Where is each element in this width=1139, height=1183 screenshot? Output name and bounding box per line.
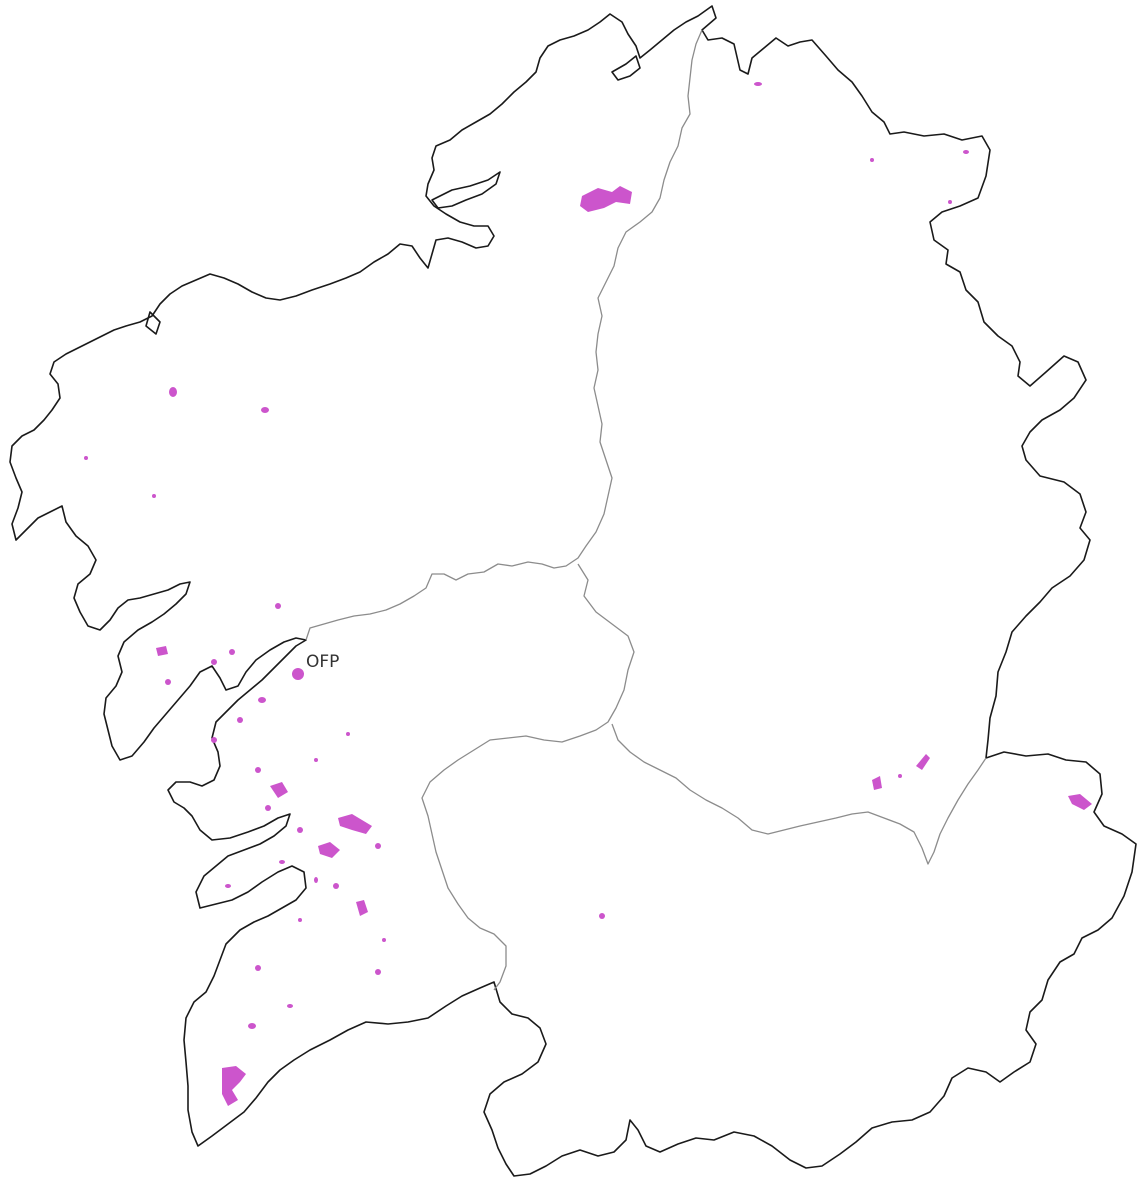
patch (255, 965, 261, 971)
patch (211, 659, 217, 665)
patch (375, 969, 381, 975)
patch (599, 913, 605, 919)
patch (152, 494, 156, 498)
patch (916, 754, 930, 770)
patch (287, 1004, 293, 1008)
patch (225, 884, 231, 888)
patch (318, 842, 340, 858)
patch (279, 860, 285, 864)
patch (338, 814, 372, 834)
patch (211, 737, 217, 743)
province-borders (305, 29, 987, 991)
patch (229, 649, 235, 655)
patch (237, 717, 243, 723)
site-marker[interactable]: OFP (292, 652, 339, 680)
estuary-outline (611, 55, 641, 81)
patch (1068, 794, 1092, 810)
region-outline (9, 5, 1137, 1177)
patch (84, 456, 88, 460)
patch (165, 679, 171, 685)
province-border (421, 563, 635, 991)
patch (169, 387, 177, 397)
patch (754, 82, 762, 86)
patch (270, 782, 288, 798)
patch (870, 158, 874, 162)
patch (898, 774, 902, 778)
patch (297, 827, 303, 833)
province-border (305, 29, 703, 641)
patch (314, 758, 318, 762)
patch (255, 767, 261, 773)
patch (156, 646, 168, 656)
coastline (9, 5, 1137, 1177)
patch (382, 938, 386, 942)
patch (261, 407, 269, 413)
patch (333, 883, 339, 889)
estuary-outline (431, 171, 501, 209)
patch (375, 843, 381, 849)
patch (275, 603, 281, 609)
patch (258, 697, 266, 703)
patch (346, 732, 350, 736)
patch (580, 186, 632, 212)
patch (222, 1066, 246, 1106)
estuary-outline (145, 311, 161, 335)
patch (314, 877, 318, 883)
province-border (611, 723, 987, 865)
patch (872, 776, 882, 790)
patch (298, 918, 302, 922)
patch (265, 805, 271, 811)
highlight-patches (84, 82, 1092, 1106)
patch (948, 200, 952, 204)
site-label: OFP (306, 652, 339, 672)
patch (963, 150, 969, 154)
patch (356, 900, 368, 916)
circle-marker-icon[interactable] (292, 668, 304, 680)
patch (248, 1023, 256, 1029)
